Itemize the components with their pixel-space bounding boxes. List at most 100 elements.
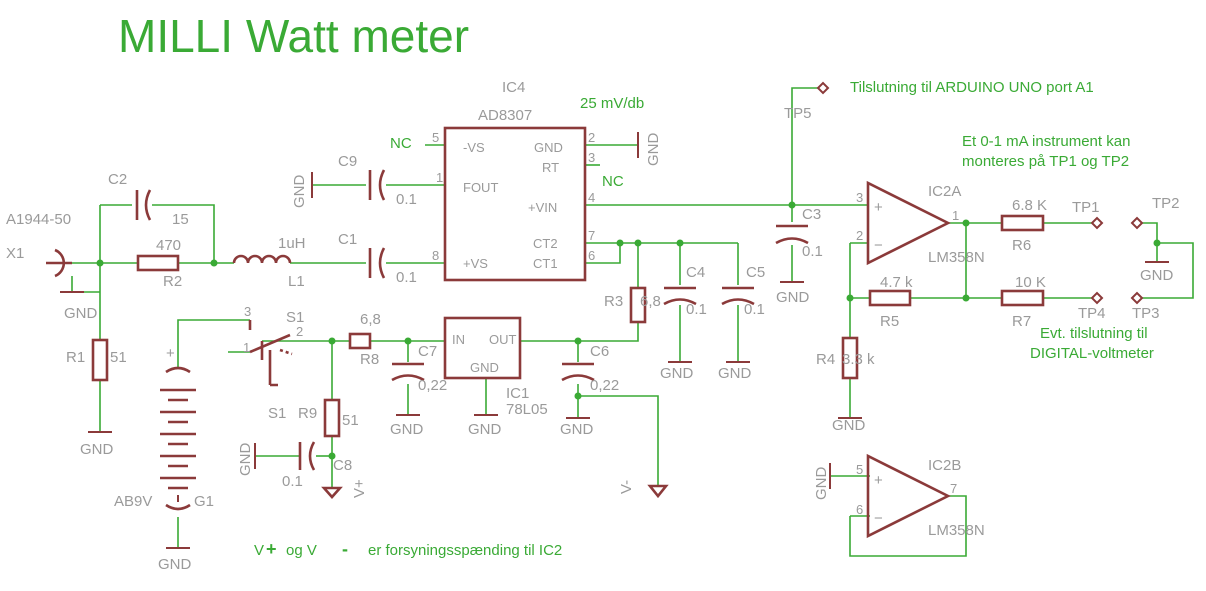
ic2b-pinno-6: 6 <box>856 502 863 517</box>
ic4-body <box>443 126 587 282</box>
ic4-pin-vin: +VIN <box>528 200 557 215</box>
testpoint-tp5-symbol <box>816 81 830 95</box>
note-arduino: Tilslutning til ARDUINO UNO port A1 <box>850 79 1094 96</box>
note-supply-og: og V <box>286 542 317 559</box>
resistor-r1-symbol <box>91 338 109 382</box>
ic4-pin-fout: FOUT <box>463 180 498 195</box>
capacitor-c1-symbol <box>368 247 386 279</box>
ic2b-plus: + <box>874 472 883 489</box>
capacitor-c9-symbol <box>311 169 386 201</box>
ic1-body <box>443 316 522 380</box>
tp1-label: TP1 <box>1072 199 1100 216</box>
tp5-label: TP5 <box>784 105 812 122</box>
ic4-pinno-8: 8 <box>432 248 439 263</box>
resistor-r8-symbol <box>348 332 372 350</box>
ic1-part: 78L05 <box>506 401 548 418</box>
testpoint-tp4-symbol <box>1090 291 1104 305</box>
page-title: MILLI Watt meter <box>118 10 469 62</box>
note-dvm-1: Evt. tilslutning til <box>1040 325 1148 342</box>
battery-plus: + <box>166 345 175 362</box>
c4-ref: C4 <box>686 264 705 281</box>
c1-ref: C1 <box>338 231 357 248</box>
c6-value: 0,22 <box>590 377 619 394</box>
ic4-pinno-6: 6 <box>588 248 595 263</box>
ic4-pin-rt: RT <box>542 160 559 175</box>
gnd-label: GND <box>158 556 192 573</box>
vminus-label: V- <box>618 480 635 494</box>
r9-value: 51 <box>342 412 359 429</box>
gnd-label: GND <box>660 365 694 382</box>
vplus-label: V+ <box>351 479 368 498</box>
capacitor-c2-symbol <box>135 189 152 221</box>
c7-ref: C7 <box>418 343 437 360</box>
ic4-pinno-2: 2 <box>588 130 595 145</box>
ic2b-part: LM358N <box>928 522 985 539</box>
l1-ref: L1 <box>288 273 305 290</box>
r6-ref: R6 <box>1012 237 1031 254</box>
ic2b-pinno-5: 5 <box>856 462 863 477</box>
c1-value: 0.1 <box>396 269 417 286</box>
resistor-r9-symbol <box>323 398 341 438</box>
ic4-pin-vs-pos: +VS <box>463 256 488 271</box>
c8-ref: C8 <box>333 457 352 474</box>
ic4-pin-ct2: CT2 <box>533 236 558 251</box>
resistor-r2-symbol <box>136 254 180 272</box>
testpoint-tp3-symbol <box>1130 291 1144 305</box>
gnd-label: GND <box>1140 267 1174 284</box>
resistor-r3-symbol <box>629 286 647 324</box>
c2-value: 15 <box>172 211 189 228</box>
ic2a-part: LM358N <box>928 249 985 266</box>
capacitor-c8-symbol <box>254 441 316 471</box>
ic2a-name: IC2A <box>928 183 961 200</box>
battery-g1-symbol <box>160 366 196 549</box>
r1-ref: R1 <box>66 349 85 366</box>
ic1-pin-in: IN <box>452 332 465 347</box>
ic2a-pinno-2: 2 <box>856 228 863 243</box>
r7-ref: R7 <box>1012 313 1031 330</box>
gnd-label: GND <box>237 443 254 477</box>
note-supply-v: V <box>254 542 264 559</box>
r3-value: 6,8 <box>640 293 661 310</box>
connector-ref: X1 <box>6 245 24 262</box>
gnd-label: GND <box>80 441 114 458</box>
note-instrument-2: monteres på TP1 og TP2 <box>962 153 1129 170</box>
tp4-label: TP4 <box>1078 305 1106 322</box>
ic2b-pinno-7: 7 <box>950 481 957 496</box>
gnd-label: GND <box>64 305 98 322</box>
c9-ref: C9 <box>338 153 357 170</box>
gnd-label: GND <box>813 467 830 501</box>
capacitor-c4-symbol <box>663 286 697 363</box>
ic4-pinno-1: 1 <box>436 170 443 185</box>
ic4-pin-gnd: GND <box>534 140 563 155</box>
r5-value: 4.7 k <box>880 274 913 291</box>
gnd-label: GND <box>718 365 752 382</box>
gnd-label: GND <box>560 421 594 438</box>
ic4-pinno-5: 5 <box>432 130 439 145</box>
r4-value: 3.3 k <box>842 351 875 368</box>
r2-ref: R2 <box>163 273 182 290</box>
note-instrument-1: Et 0-1 mA instrument kan <box>962 133 1130 150</box>
resistor-r5-symbol <box>868 289 912 307</box>
ic4-pinno-4: 4 <box>588 190 595 205</box>
switch-ref-2: S1 <box>268 405 286 422</box>
junctions <box>96 201 1161 460</box>
ic4-part: AD8307 <box>478 107 532 124</box>
ic4-pinno-7: 7 <box>588 228 595 243</box>
r8-ref: R8 <box>360 351 379 368</box>
ic2b-minus: − <box>874 510 883 527</box>
resistor-r4-symbol <box>841 336 859 380</box>
connector-x1-symbol <box>46 248 84 293</box>
ic4-pinno-3: 3 <box>588 150 595 165</box>
switch-s1-symbol <box>248 320 293 387</box>
switch-ref: S1 <box>286 309 304 326</box>
capacitor-c3-symbol <box>775 224 809 283</box>
r6-value: 6.8 K <box>1012 197 1047 214</box>
l1-value: 1uH <box>278 235 306 252</box>
ic4-name: IC4 <box>502 79 525 96</box>
c7-value: 0,22 <box>418 377 447 394</box>
capacitor-c6-symbol <box>561 362 595 419</box>
note-supply-plus: + <box>266 539 277 559</box>
inductor-l1-symbol <box>232 254 292 264</box>
note-slope: 25 mV/db <box>580 95 644 112</box>
